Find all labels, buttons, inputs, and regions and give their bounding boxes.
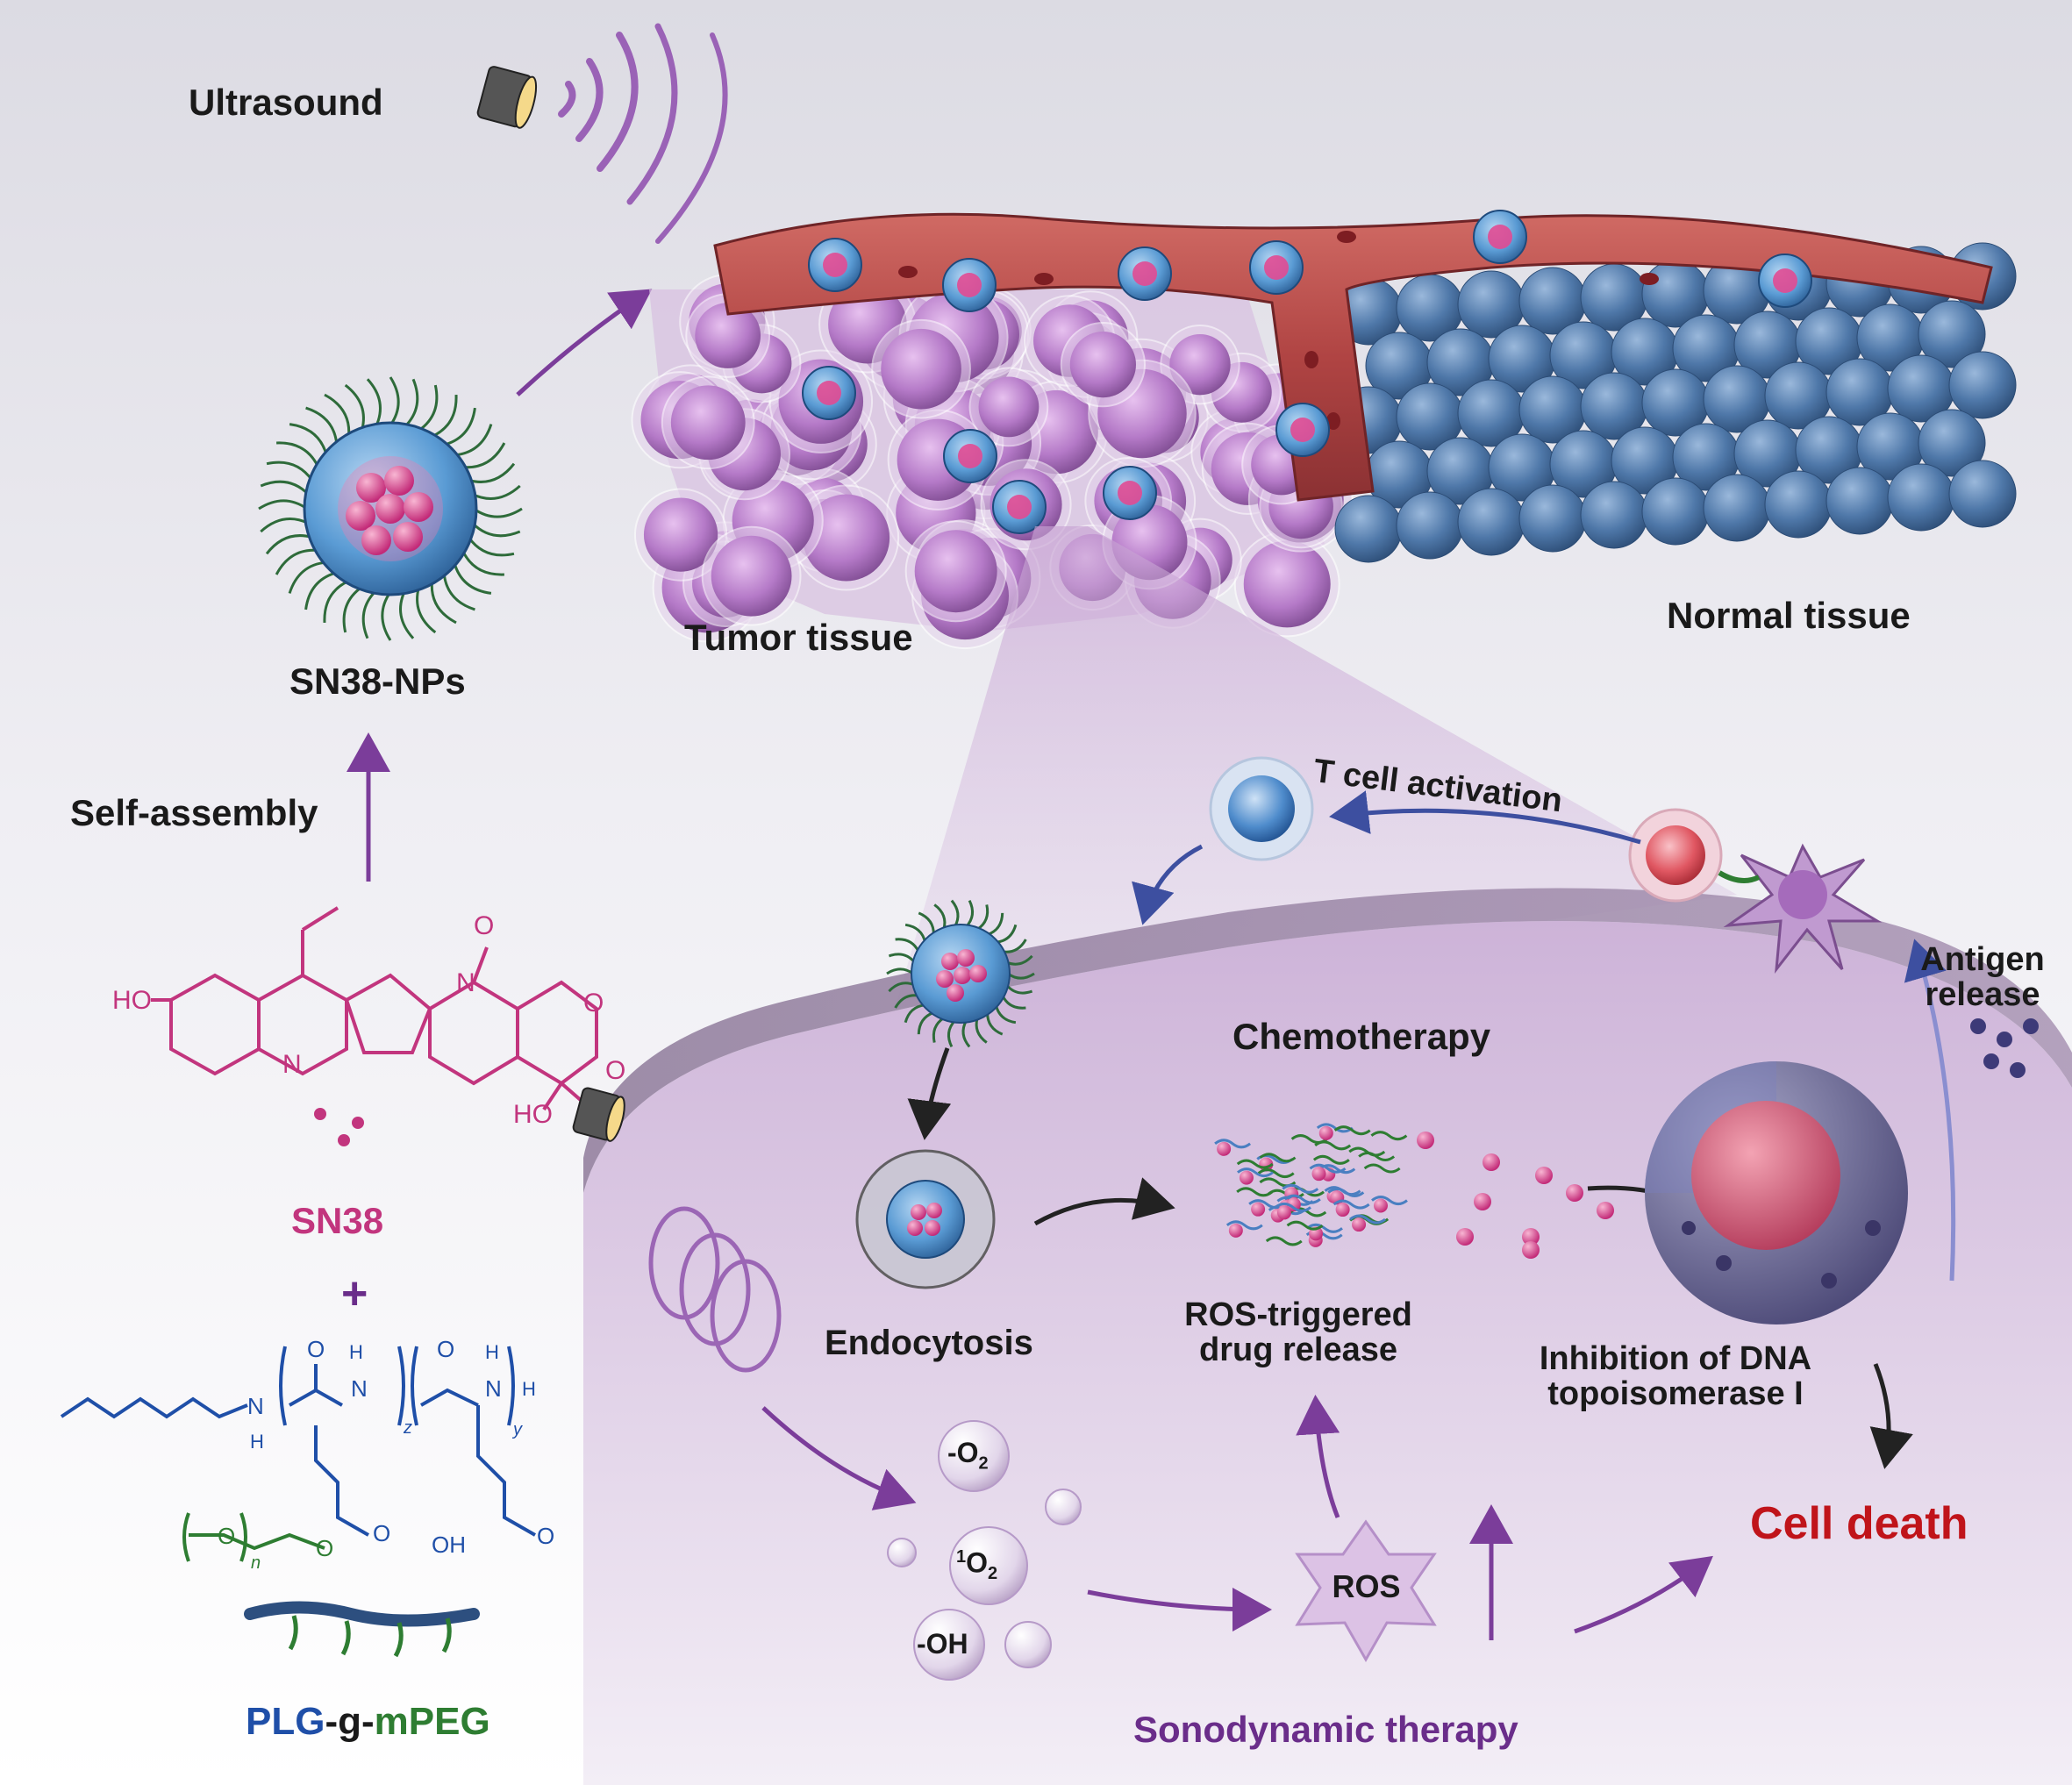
atom-label: OH: [432, 1532, 466, 1558]
nanoparticle-icon: [258, 376, 523, 641]
polymer-chain-icon: [244, 1601, 480, 1658]
blood-vessel-illustration: [713, 210, 1993, 534]
label-antigen-release: Antigen release: [1912, 941, 2053, 1013]
free-drug-dots: [1417, 1132, 1614, 1259]
zoom-cone: [895, 526, 1737, 1009]
receptor-binding-icon: [1718, 870, 1761, 883]
endocytosis-arrow: [907, 1047, 952, 1140]
atom-label: O: [316, 1535, 334, 1561]
nanoparticle-icon: [886, 899, 1035, 1048]
atom-label: O: [307, 1336, 325, 1362]
atom-label: O: [218, 1523, 236, 1549]
label-ros-drug-release: ROS-triggered drug release: [1167, 1296, 1430, 1368]
sonodynamic-arrow-2: [1087, 1587, 1272, 1631]
label-plus: +: [341, 1268, 368, 1319]
t-cell-activation-arrow: [1329, 790, 1641, 845]
label-g: -g-: [325, 1700, 375, 1743]
sonodynamic-arrow-1: [761, 1406, 917, 1510]
ros-star-icon: [1295, 1519, 1437, 1663]
atom-label: n: [251, 1553, 261, 1573]
label-plg: PLG: [246, 1700, 325, 1743]
label-superoxide: -O2: [947, 1437, 989, 1474]
atom-label: O: [605, 1056, 626, 1085]
plg-mpeg-structure: [60, 1346, 536, 1562]
antigen-release-arrow: [1904, 939, 1956, 1282]
label-sn38-nps: SN38-NPs: [289, 660, 466, 702]
atom-label: O: [474, 911, 495, 940]
ultrasound-transducer-icon: [476, 23, 728, 244]
atom-label: H: [349, 1341, 363, 1363]
superoxide-sub: 2: [978, 1453, 989, 1474]
singlet-sub: 2: [988, 1564, 998, 1584]
to-cell-death-arrow: [1869, 1363, 1913, 1469]
delivery-arrow: [516, 289, 653, 396]
label-singlet-oxygen: 1O2: [956, 1548, 997, 1583]
atom-label: N: [456, 968, 475, 997]
atom-label: O: [437, 1336, 455, 1362]
atom-label: N: [247, 1393, 264, 1419]
atom-label: y: [513, 1420, 522, 1439]
singlet-sup: 1: [956, 1547, 967, 1567]
sn38-structure: [151, 906, 598, 1116]
atom-label: O: [373, 1520, 391, 1546]
atom-label: N: [351, 1375, 368, 1402]
atom-label: HO: [112, 986, 152, 1015]
endosome-icon: [855, 1149, 996, 1289]
atom-label: O: [537, 1523, 555, 1549]
label-ros-drug-release-line1: ROS-triggered: [1184, 1296, 1412, 1333]
label-cell-death: Cell death: [1750, 1498, 1968, 1549]
t-cell-icon: [1209, 756, 1314, 861]
atom-label: H: [485, 1341, 499, 1363]
label-antigen-release-line1: Antigen: [1920, 941, 2045, 978]
superoxide-prefix: -O: [947, 1437, 979, 1468]
ros-to-release-arrow: [1296, 1395, 1340, 1518]
label-ros-drug-release-line2: drug release: [1199, 1331, 1397, 1368]
singlet-main: O: [966, 1546, 989, 1579]
normal-tissue-illustration: [1334, 242, 2017, 563]
atom-label: N: [282, 1050, 302, 1079]
drug-release-cluster: [1214, 1123, 1408, 1247]
label-normal-tissue: Normal tissue: [1667, 595, 1911, 636]
label-mpeg: mPEG: [374, 1700, 490, 1743]
atom-label: H: [250, 1431, 264, 1453]
atom-label: HO: [513, 1100, 553, 1129]
antigen-dots: [1970, 1018, 2039, 1078]
dendritic-cell-icon: [1723, 843, 1883, 974]
label-self-assembly: Self-assembly: [70, 792, 318, 833]
atom-label: O: [583, 989, 604, 1017]
ultrasound-transducer-icon: [572, 1087, 625, 1142]
t-cell-icon: [1628, 808, 1723, 903]
ros-to-death-arrow: [1574, 1555, 1713, 1634]
label-sonodynamic-therapy: Sonodynamic therapy: [1133, 1709, 1518, 1750]
label-ros: ROS: [1332, 1568, 1401, 1604]
atom-label: N: [485, 1375, 502, 1402]
label-chemotherapy: Chemotherapy: [1232, 1016, 1491, 1057]
nucleus-icon: [1645, 1061, 1908, 1324]
label-dna-inhibition: Inhibition of DNA topoisomerase I: [1518, 1340, 1833, 1412]
release-arrow: [1033, 1177, 1175, 1226]
label-sn38: SN38: [291, 1200, 384, 1241]
label-plg-g-mpeg: PLG-g-mPEG: [246, 1700, 490, 1743]
label-ultrasound: Ultrasound: [189, 82, 383, 123]
label-dna-inhibition-line1: Inhibition of DNA: [1539, 1340, 1812, 1377]
atom-label: z: [404, 1418, 412, 1438]
atom-label: H: [522, 1378, 536, 1400]
label-endocytosis: Endocytosis: [825, 1324, 1033, 1362]
t-cell-to-membrane-arrow: [1132, 844, 1204, 925]
label-tumor-tissue: Tumor tissue: [684, 617, 913, 658]
label-antigen-release-line2: release: [1925, 975, 2040, 1013]
label-hydroxyl: -OH: [917, 1628, 968, 1660]
ros-bubbles: [887, 1420, 1082, 1681]
label-dna-inhibition-line2: topoisomerase I: [1547, 1374, 1804, 1412]
